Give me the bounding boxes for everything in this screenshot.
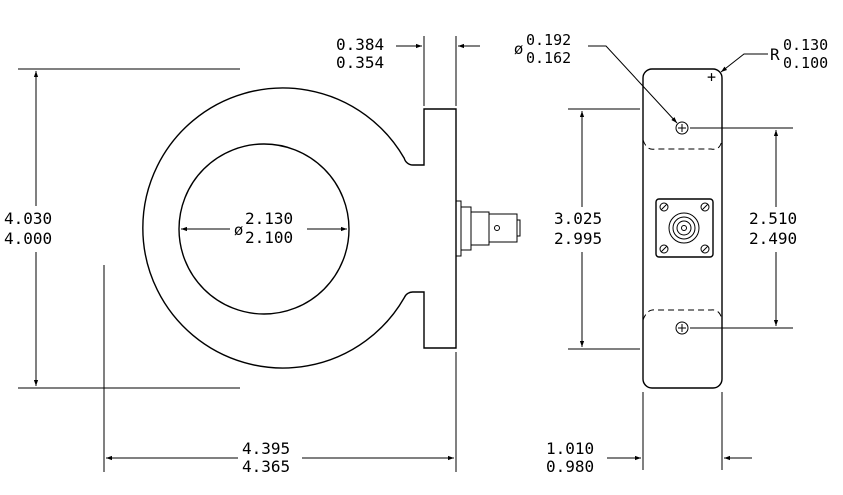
bore-circle [178,143,350,315]
side-view: + 3.025 2.995 [514,31,828,476]
flange-min: 0.354 [336,53,384,72]
bore-symbol: ø [234,221,243,239]
mounting-hole-top [675,121,689,135]
mount-span-min: 2.995 [554,229,602,248]
bore-min: 2.100 [245,228,293,247]
flange-max: 0.384 [336,35,384,54]
corner-radius-symbol: R [770,45,780,64]
width-max: 4.395 [242,439,290,458]
hole-spacing-min: 2.490 [749,229,797,248]
height-max: 4.030 [4,209,52,228]
hole-spacing-max: 2.510 [749,209,797,228]
mount-span-max: 3.025 [554,209,602,228]
width-min: 4.365 [242,457,290,476]
thickness-max: 1.010 [546,439,594,458]
bore-max: 2.130 [245,209,293,228]
hole-dia-max: 0.192 [526,31,571,49]
front-view: 4.030 4.000 4.395 4.365 ø 2.130 2.100 0.… [4,35,521,476]
hole-dia-min: 0.162 [526,49,571,67]
svg-text:+: + [707,68,716,86]
ring-outline [142,87,457,369]
connector-face [655,198,714,258]
height-min: 4.000 [4,229,52,248]
corner-radius-max: 0.130 [783,36,828,54]
bnc-connector [455,200,521,257]
corner-radius-min: 0.100 [783,54,828,72]
corner-radius-leader [720,53,768,73]
mounting-hole-bottom [675,321,689,335]
hole-dia-symbol: ø [514,40,523,58]
hole-dia-leader [588,45,678,124]
thickness-min: 0.980 [546,457,594,476]
side-body-outline [642,68,723,389]
